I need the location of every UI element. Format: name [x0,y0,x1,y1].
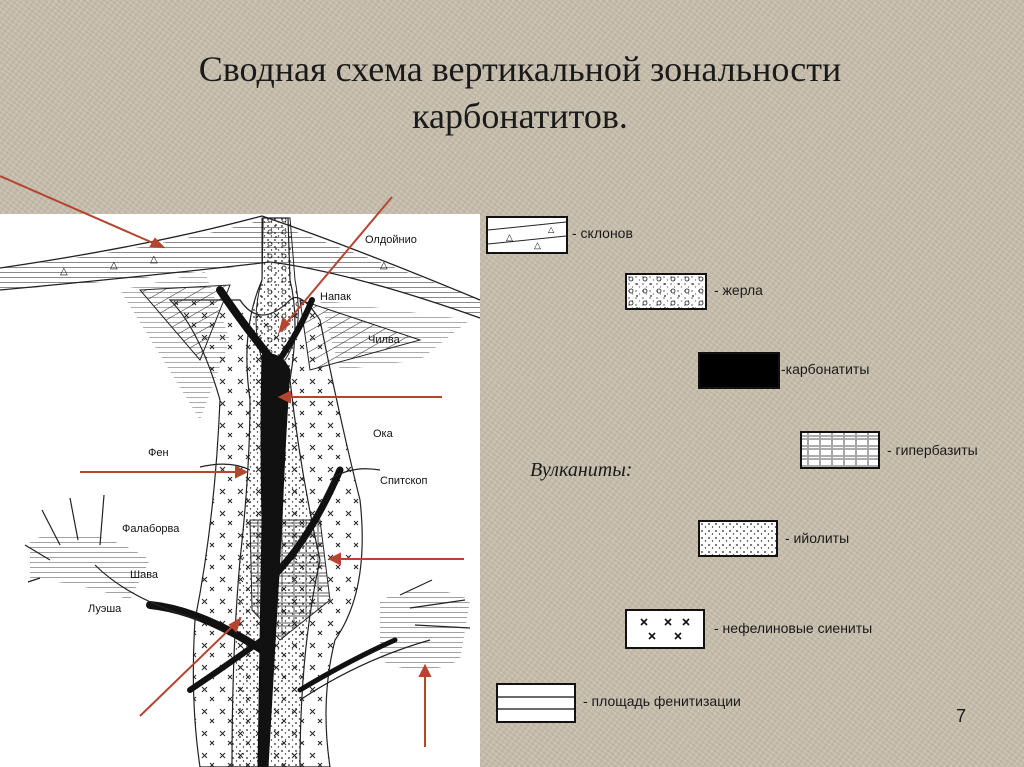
legend-swatch-ijolites [698,520,778,557]
arrow-head [277,390,291,404]
annotation-arrows [0,175,464,747]
label-spitskop: Спитскоп [380,475,428,487]
label-napak: Напак [320,291,351,303]
arrow-head [228,616,242,633]
label-oka: Ока [373,428,394,440]
label-falaborva: Фалаборва [122,523,180,535]
label-luesha: Луэша [88,603,122,615]
label-fen: Фен [148,447,169,459]
legend-swatch-nepheline-syenites [625,609,705,649]
svg-text:△: △ [506,232,513,242]
legend-label-carbonatites: -карбонатиты [781,361,870,377]
legend-label-hyperbasites: - гипербазиты [887,442,978,458]
arrow-slopes [0,175,161,247]
slope-triangle-mark: △ [150,254,158,265]
label-oldoinyo: Олдойнио [365,234,417,246]
arrow-head [327,552,341,566]
legend-swatch-fenitization [496,683,576,723]
branch-outlines [94,463,431,701]
arrow-head [149,237,166,249]
svg-text:△: △ [548,225,555,234]
legend-swatch-hyperbasites [800,431,880,469]
legend-label-vents: - жерла [714,282,763,298]
legend-swatch-slopes: △ △ △ [486,216,568,254]
legend-group-volcanics: Вулканиты: [530,459,633,481]
arrow-head [278,317,291,334]
arrow-head [418,663,432,677]
slope-triangle-mark: △ [60,266,68,277]
legend-label-ijolites: - ийолиты [785,530,850,546]
label-chilva: Чилва [368,334,401,346]
slope-triangle-mark: △ [110,260,118,271]
page-number: 7 [955,706,966,726]
legend-label-slopes: - склонов [572,225,633,241]
legend-label-nepheline-syenites: - нефелиновые сиениты [714,620,873,636]
legend-label-fenitization: - площадь фенитизации [583,693,741,709]
arrow-vent [282,196,393,328]
fracture-lines [24,494,471,629]
arrow-ijolite [139,622,237,717]
page-title-line-1: Сводная схема вертикальной зональности [198,49,842,89]
legend-swatch-vents [625,273,707,310]
svg-text:△: △ [534,240,541,250]
legend-swatch-carbonatites [698,352,780,389]
page-title-line-2: карбонатитов. [412,96,628,136]
arrow-head [235,465,249,479]
slope-triangle-mark: △ [380,260,388,271]
label-shava: Шава [130,569,159,581]
